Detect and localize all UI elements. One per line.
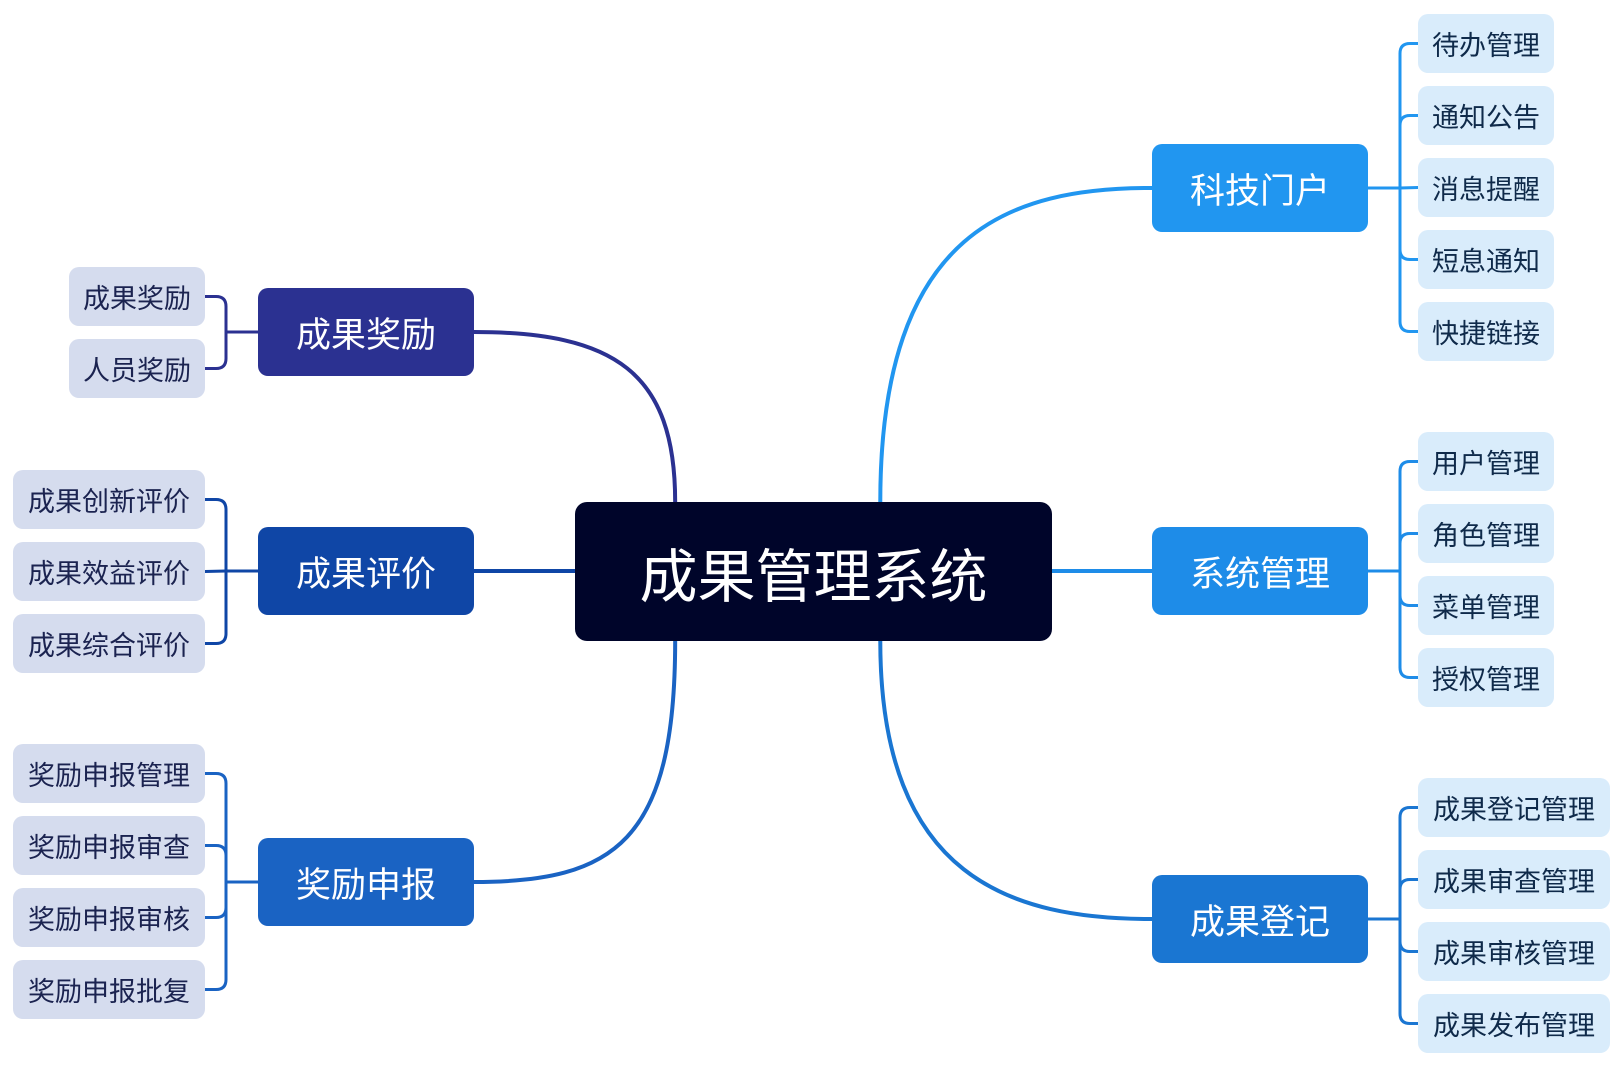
leaf-label: 奖励申报审查: [28, 833, 190, 864]
leaf-label: 成果审核管理: [1433, 939, 1595, 970]
leaf-label: 短息通知: [1432, 247, 1540, 278]
leaf-label: 授权管理: [1432, 665, 1540, 696]
leaf-label: 消息提醒: [1432, 175, 1540, 206]
leaf-label: 角色管理: [1432, 521, 1540, 552]
leaf-node[interactable]: 消息提醒: [1418, 158, 1554, 217]
leaf-node[interactable]: 成果综合评价: [13, 614, 205, 673]
leaf-node[interactable]: 成果创新评价: [13, 470, 205, 529]
bracket-connector: [203, 498, 228, 573]
leaf-node[interactable]: 授权管理: [1418, 648, 1554, 707]
branch-node-cheng-guo-jiang-li[interactable]: 成果奖励: [258, 288, 474, 376]
leaf-label: 奖励申报审核: [28, 905, 190, 936]
bracket-connector: [203, 569, 228, 573]
leaf-node[interactable]: 奖励申报审核: [13, 888, 205, 947]
bracket-connector: [1398, 186, 1420, 190]
bracket-connector: [1398, 806, 1420, 921]
leaf-node[interactable]: 成果审核管理: [1418, 922, 1610, 981]
branch-label: 成果奖励: [295, 315, 436, 356]
leaf-label: 成果发布管理: [1433, 1011, 1595, 1042]
bracket-connector: [203, 880, 228, 919]
branch-label: 系统管理: [1189, 554, 1330, 595]
bracket-connector: [1398, 532, 1420, 573]
branch-label: 成果登记: [1189, 902, 1330, 943]
bracket-connector: [1398, 569, 1420, 607]
branch-label: 奖励申报: [295, 865, 436, 906]
leaf-label: 成果奖励: [83, 284, 191, 315]
leaf-node[interactable]: 成果登记管理: [1418, 778, 1610, 837]
leaf-node[interactable]: 成果审查管理: [1418, 850, 1610, 909]
leaf-label: 成果综合评价: [28, 631, 190, 662]
bracket-connector: [1398, 186, 1420, 333]
branch-label: 科技门户: [1189, 171, 1330, 212]
leaf-label: 奖励申报管理: [28, 761, 190, 792]
leaf-node[interactable]: 快捷链接: [1418, 302, 1554, 361]
leaf-label: 成果创新评价: [28, 487, 190, 518]
branch-label: 成果评价: [295, 554, 436, 595]
leaf-label: 成果效益评价: [28, 559, 190, 590]
branch-connector: [878, 639, 1154, 921]
leaf-node[interactable]: 奖励申报审查: [13, 816, 205, 875]
leaf-node[interactable]: 通知公告: [1418, 86, 1554, 145]
bracket-connector: [203, 880, 228, 991]
bracket-connector: [203, 844, 228, 884]
leaf-label: 快捷链接: [1432, 319, 1540, 350]
leaf-node[interactable]: 成果发布管理: [1418, 994, 1610, 1053]
branch-node-cheng-guo-ping-jia[interactable]: 成果评价: [258, 527, 474, 615]
bracket-connector: [1398, 42, 1420, 190]
bracket-connector: [1398, 186, 1420, 261]
branch-connector: [472, 639, 678, 884]
leaf-label: 通知公告: [1432, 103, 1540, 134]
leaf-label: 待办管理: [1432, 31, 1540, 62]
leaf-node[interactable]: 奖励申报管理: [13, 744, 205, 803]
leaf-label: 奖励申报批复: [28, 977, 190, 1008]
branch-node-ke-ji-men-hu[interactable]: 科技门户: [1152, 144, 1368, 232]
leaf-node[interactable]: 短息通知: [1418, 230, 1554, 289]
leaf-label: 成果登记管理: [1433, 795, 1595, 826]
leaf-label: 用户管理: [1432, 449, 1540, 480]
bracket-connector: [203, 772, 228, 884]
branch-connector: [878, 186, 1154, 504]
bracket-connector: [1398, 569, 1420, 679]
leaf-node[interactable]: 待办管理: [1418, 14, 1554, 73]
leaf-node[interactable]: 成果奖励: [69, 267, 205, 326]
branch-node-cheng-guo-deng-ji[interactable]: 成果登记: [1152, 875, 1368, 963]
leaf-label: 菜单管理: [1432, 593, 1540, 624]
branch-node-xi-tong-guan-li[interactable]: 系统管理: [1152, 527, 1368, 615]
root-node[interactable]: 成果管理系统: [575, 502, 1052, 641]
leaf-node[interactable]: 用户管理: [1418, 432, 1554, 491]
root-label: 成果管理系统: [639, 542, 988, 611]
bracket-connector: [1398, 917, 1420, 953]
leaf-node[interactable]: 奖励申报批复: [13, 960, 205, 1019]
leaf-node[interactable]: 人员奖励: [69, 339, 205, 398]
bracket-connector: [203, 295, 228, 334]
bracket-connector: [203, 569, 228, 645]
bracket-connector: [1398, 460, 1420, 573]
bracket-connector: [1398, 878, 1420, 921]
bracket-connector: [1398, 114, 1420, 190]
leaf-node[interactable]: 角色管理: [1418, 504, 1554, 563]
leaf-node[interactable]: 成果效益评价: [13, 542, 205, 601]
bracket-connector: [1398, 917, 1420, 1025]
leaf-node[interactable]: 菜单管理: [1418, 576, 1554, 635]
branch-connector: [472, 330, 678, 504]
bracket-connector: [203, 330, 228, 370]
leaf-label: 成果审查管理: [1433, 867, 1595, 898]
branch-node-jiang-li-shen-bao[interactable]: 奖励申报: [258, 838, 474, 926]
leaf-label: 人员奖励: [83, 356, 191, 387]
